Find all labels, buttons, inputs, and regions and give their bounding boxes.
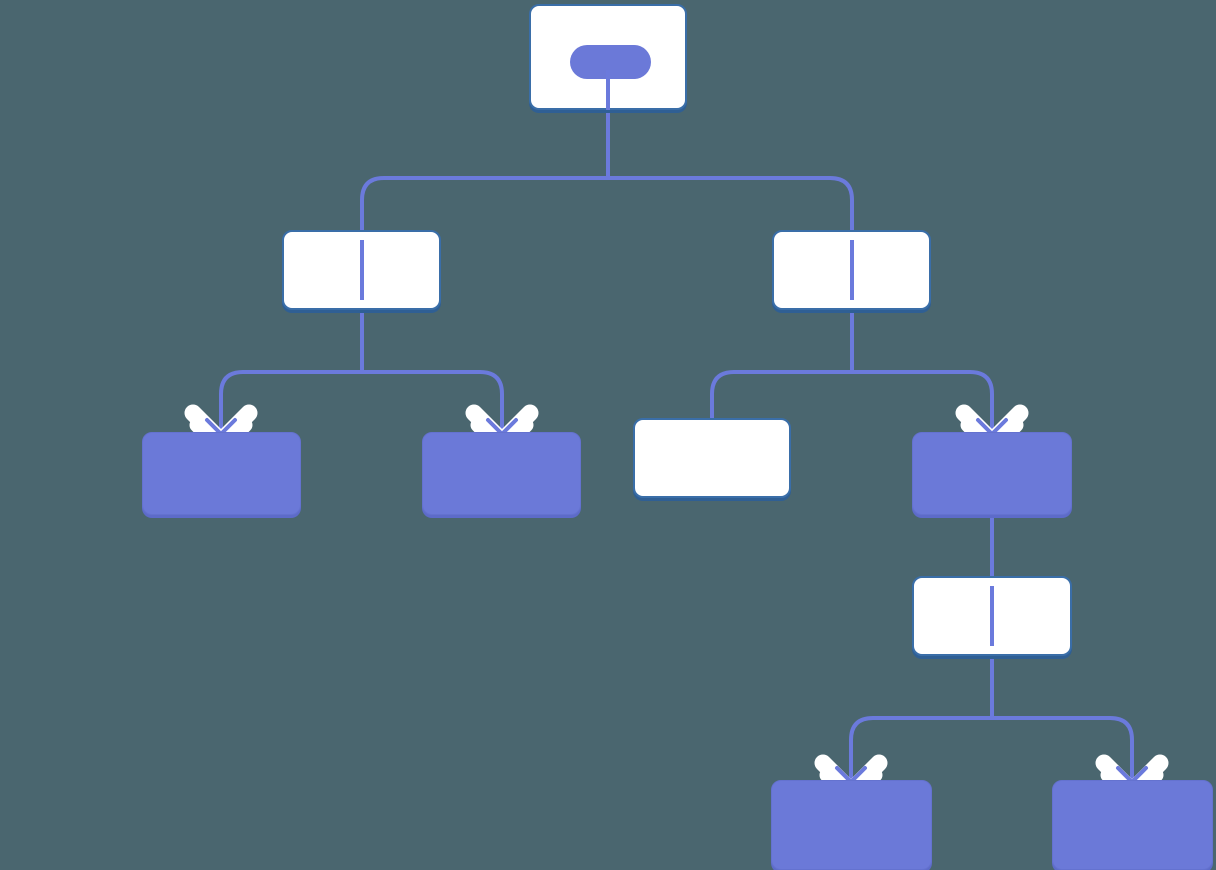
edge-right1-to-b bbox=[852, 370, 994, 434]
tree-node-right-2-b[interactable] bbox=[1052, 780, 1213, 870]
left-1-inner-connector bbox=[360, 240, 364, 300]
edge-r2-to-a bbox=[849, 716, 992, 782]
edge-left1-to-b bbox=[362, 370, 504, 434]
root-inner-connector bbox=[606, 70, 610, 110]
tree-node-left-1-a[interactable] bbox=[142, 432, 301, 515]
pill-badge bbox=[570, 45, 651, 79]
edge-r2-to-b bbox=[992, 716, 1134, 782]
tree-node-right-2-a[interactable] bbox=[771, 780, 932, 870]
edge-root-to-right-1 bbox=[608, 176, 854, 230]
tree-node-root[interactable] bbox=[529, 4, 687, 110]
tree-node-right-1-a[interactable] bbox=[633, 418, 791, 498]
edge-root-to-left-1 bbox=[360, 176, 608, 230]
tree-node-right-1-b[interactable] bbox=[912, 432, 1072, 515]
edge-left1-to-a bbox=[219, 370, 362, 434]
right-2-inner-connector bbox=[990, 586, 994, 646]
right-1-inner-connector bbox=[850, 240, 854, 300]
edge-right1-to-a bbox=[710, 370, 852, 418]
tree-node-left-1-b[interactable] bbox=[422, 432, 581, 515]
